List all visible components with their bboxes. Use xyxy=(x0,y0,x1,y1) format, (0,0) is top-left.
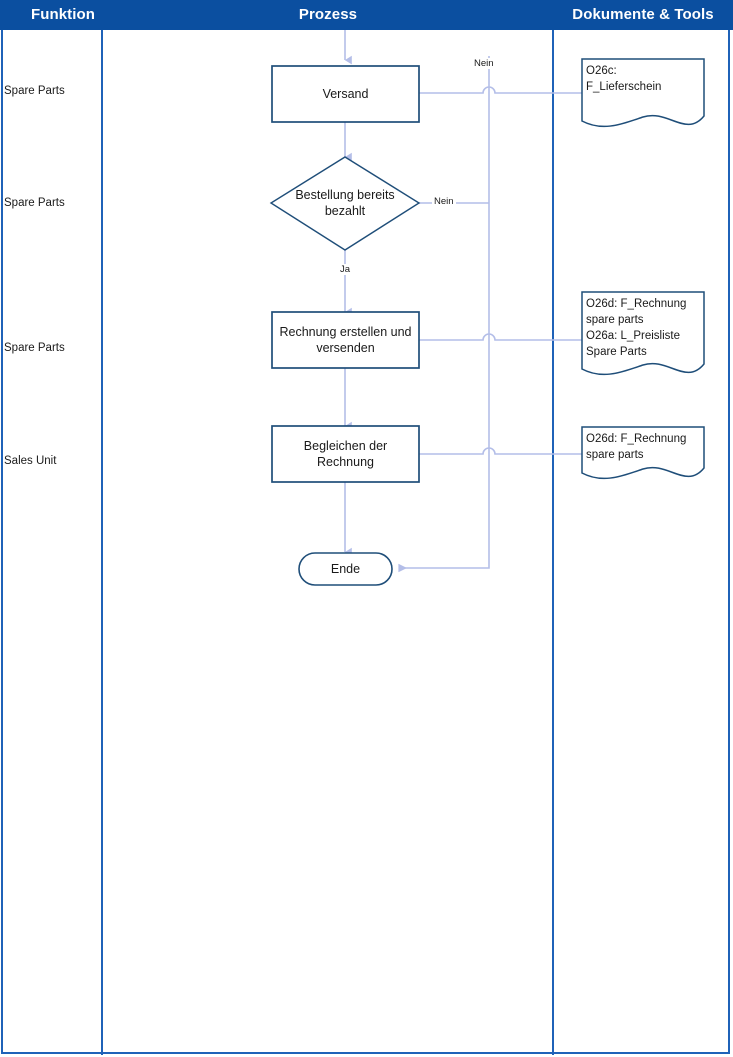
lane-divider-funktion xyxy=(101,30,103,1055)
process-label-begleichen-rechnung: Begleichen der Rechnung xyxy=(303,439,388,469)
document-label-lieferschein: O26c: F_Lieferschein xyxy=(586,65,662,93)
header-band xyxy=(0,0,733,30)
edge-label-nein-bezahlt: Nein xyxy=(432,196,456,207)
edge-label-nein-versand: Nein xyxy=(472,58,496,69)
document-label-rechnung-preisliste: O26d: F_Rechnung spare parts O26a: L_Pre… xyxy=(586,298,687,358)
column-header-prozess: Prozess xyxy=(298,6,358,23)
edge-label-ja-bezahlt: Ja xyxy=(338,264,353,275)
process-label-versand: Versand xyxy=(322,87,369,101)
function-label-spare-parts-2: Spare Parts xyxy=(4,197,65,209)
terminator-label-ende: Ende xyxy=(330,562,361,576)
column-header-funktion: Funktion xyxy=(30,6,96,23)
function-label-spare-parts-3: Spare Parts xyxy=(4,342,65,354)
lane-divider-dokumente xyxy=(552,30,554,1055)
document-label-rechnung: O26d: F_Rechnung spare parts xyxy=(586,433,687,461)
column-header-dokumente: Dokumente & Tools xyxy=(572,6,714,23)
function-label-sales-unit: Sales Unit xyxy=(4,455,57,467)
function-label-spare-parts-1: Spare Parts xyxy=(4,85,65,97)
process-label-rechnung-erstellen: Rechnung erstellen und versenden xyxy=(279,325,412,355)
decision-label-bestellung-bezahlt: Bestellung bereits bezahlt xyxy=(295,188,395,218)
